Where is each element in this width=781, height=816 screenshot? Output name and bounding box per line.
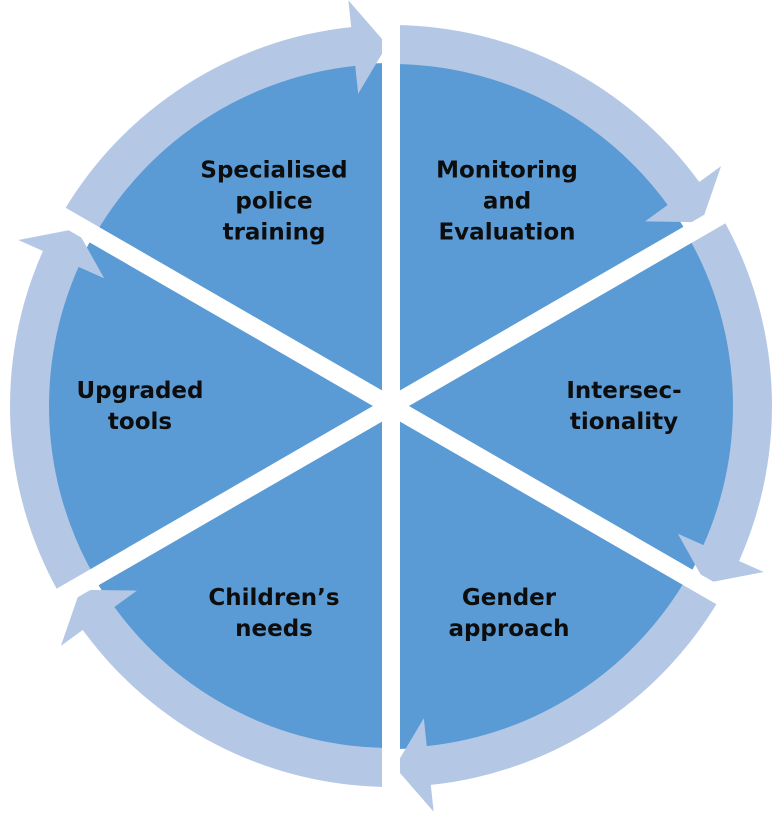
sector-children	[93, 406, 392, 749]
label-line: police	[235, 188, 313, 215]
label-line: Evaluation	[438, 219, 576, 246]
label-line: approach	[448, 616, 570, 642]
sector-gender	[391, 406, 689, 749]
label-line: needs	[235, 616, 313, 642]
cycle-arrow-tools	[10, 228, 105, 594]
label-training: Specialised police training	[200, 156, 347, 249]
cycle-arrow-gender	[394, 579, 720, 812]
label-intersectionality: Intersec-tionality	[566, 376, 681, 438]
sector-tools	[47, 234, 391, 578]
label-line: tools	[107, 409, 173, 435]
cycle-arrow-intersectionality	[677, 218, 772, 584]
cycle-arrow-training	[62, 0, 388, 233]
cycle-arrow-monitoring	[393, 25, 722, 223]
label-line: Monitoring	[436, 157, 578, 184]
label-children: Children’s needs	[208, 583, 339, 645]
label-tools: Upgraded tools	[77, 376, 204, 438]
label-line: tionality	[569, 409, 679, 435]
label-line: and	[482, 188, 532, 215]
sector-training	[93, 63, 392, 406]
sector-intersectionality	[391, 234, 734, 578]
label-gender: Gender approach	[448, 583, 569, 645]
sector-monitoring	[391, 63, 689, 406]
segment-divider	[5, 178, 777, 634]
label-line: Intersec-	[566, 378, 682, 404]
label-line: Gender	[461, 585, 557, 611]
cycle-arrow-children	[60, 589, 389, 787]
label-line: Children’s	[208, 585, 340, 611]
label-line: Specialised	[200, 157, 348, 184]
label-line: training	[222, 219, 326, 246]
label-line: Upgraded	[76, 378, 204, 404]
